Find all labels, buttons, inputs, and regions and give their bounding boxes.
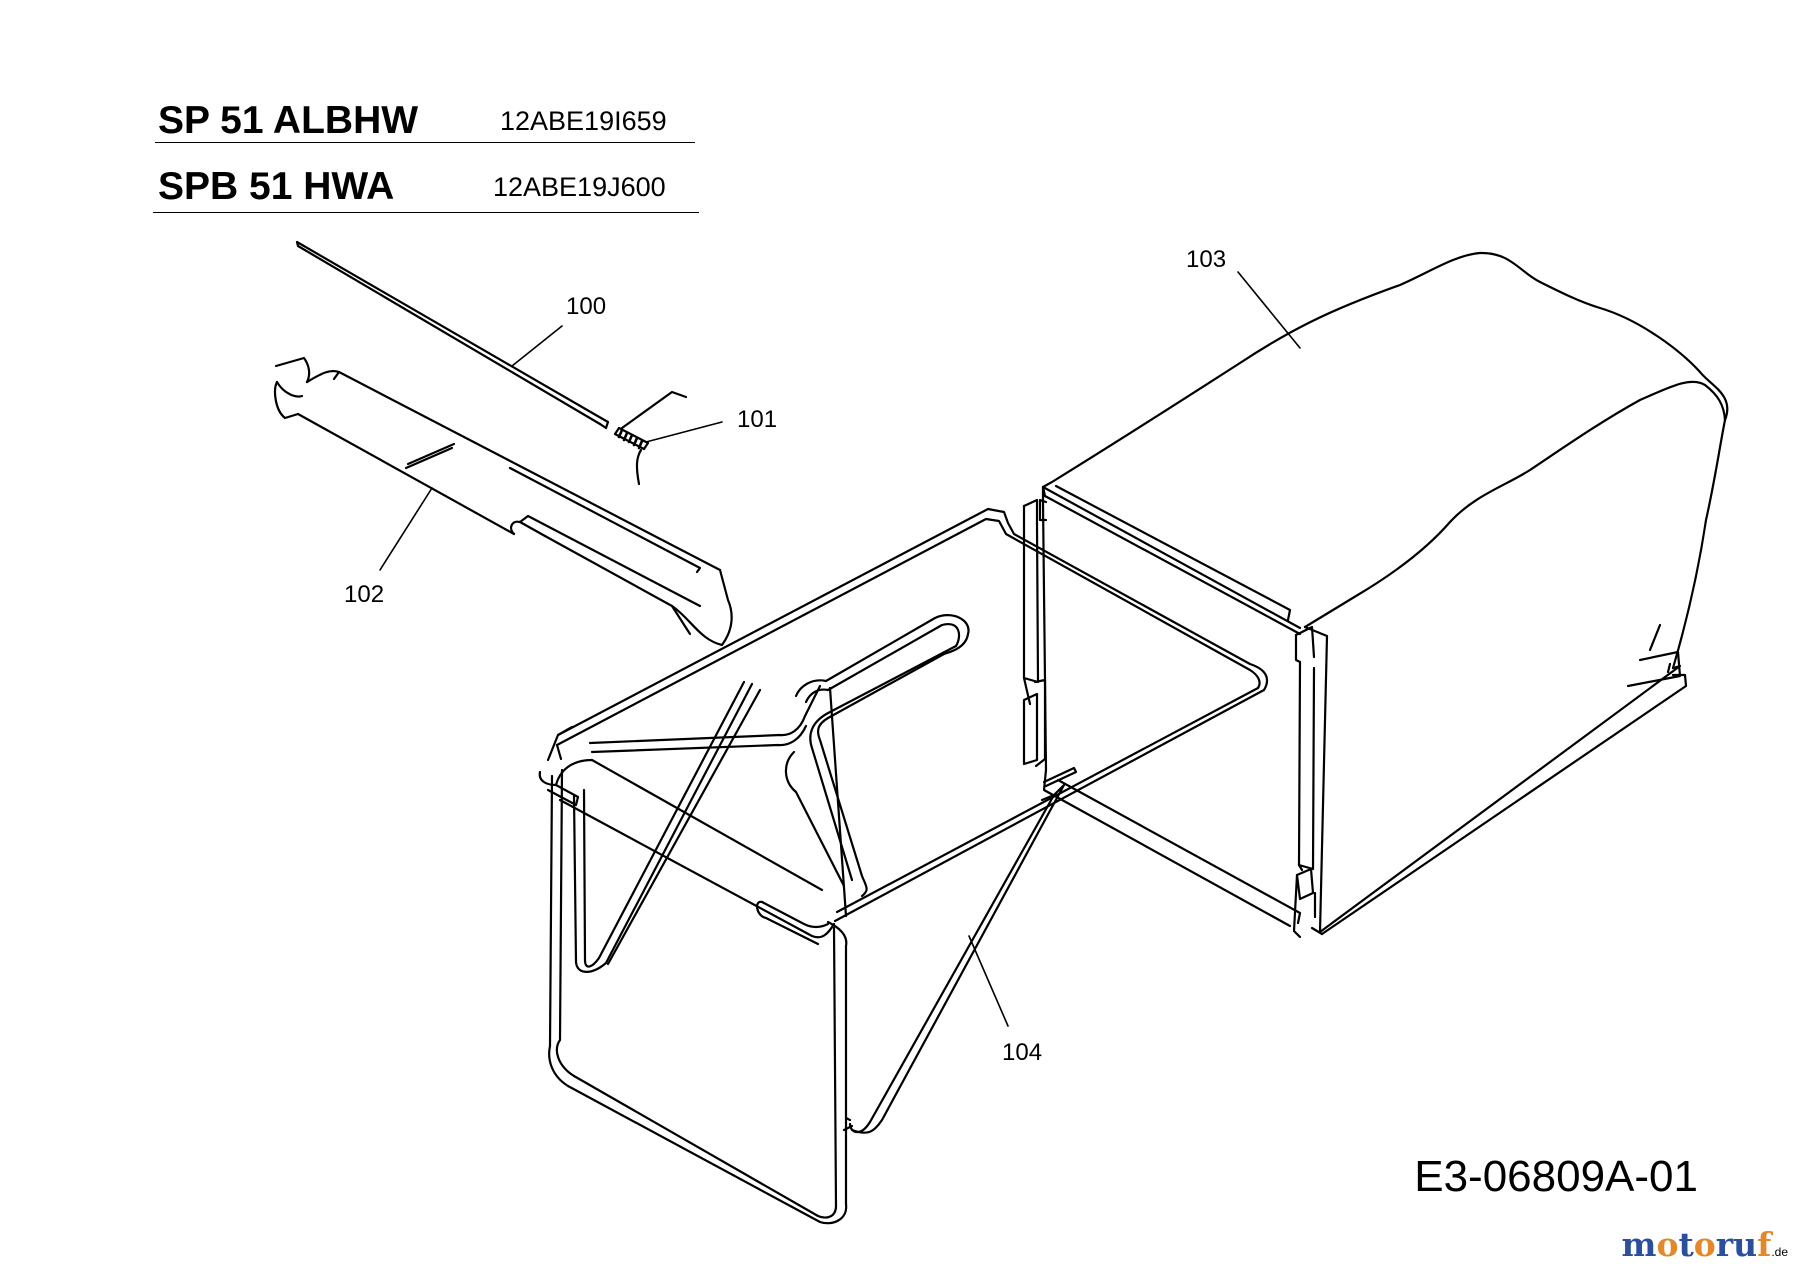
watermark-brand: motoruf [1622,1225,1772,1264]
model-code-1: 12ABE19I659 [500,106,667,136]
callout-104: 104 [1002,1039,1043,1066]
leader-103 [1237,271,1301,349]
callout-103: 103 [1186,246,1227,273]
watermark-logo: motoruf.de [1622,1228,1788,1261]
leader-101 [645,421,723,443]
header-rule-2 [153,212,699,213]
callout-100: 100 [566,293,607,320]
bag-clips [1022,498,1317,939]
torsion-spring [613,390,688,486]
grass-bag [1041,251,1729,936]
model-name-1: SP 51 ALBHW [158,99,419,142]
model-name-2: SPB 51 HWA [158,165,395,208]
watermark-letter: o [1656,1225,1679,1264]
leader-lines [379,271,1301,1027]
callout-102: 102 [344,581,385,608]
header-rule-1 [155,142,695,143]
leader-100 [511,325,563,367]
drawing-number: E3-06809A-01 [1414,1152,1698,1201]
wire-frame [538,507,1269,1225]
watermark-letter: o [1693,1225,1716,1264]
callout-101: 101 [737,406,778,433]
watermark-letter: r [1715,1225,1734,1264]
watermark-letter: f [1757,1225,1772,1264]
hinge-rod [295,240,610,430]
watermark-letter: u [1733,1225,1758,1264]
watermark-suffix: .de [1771,1245,1788,1259]
bag-seam [1648,623,1672,674]
leader-102 [379,487,433,571]
leader-104 [968,935,1009,1027]
model-code-2: 12ABE19J600 [493,172,666,202]
watermark-letter: m [1621,1225,1657,1264]
rear-flap [274,356,733,647]
watermark-letter: t [1678,1225,1694,1264]
